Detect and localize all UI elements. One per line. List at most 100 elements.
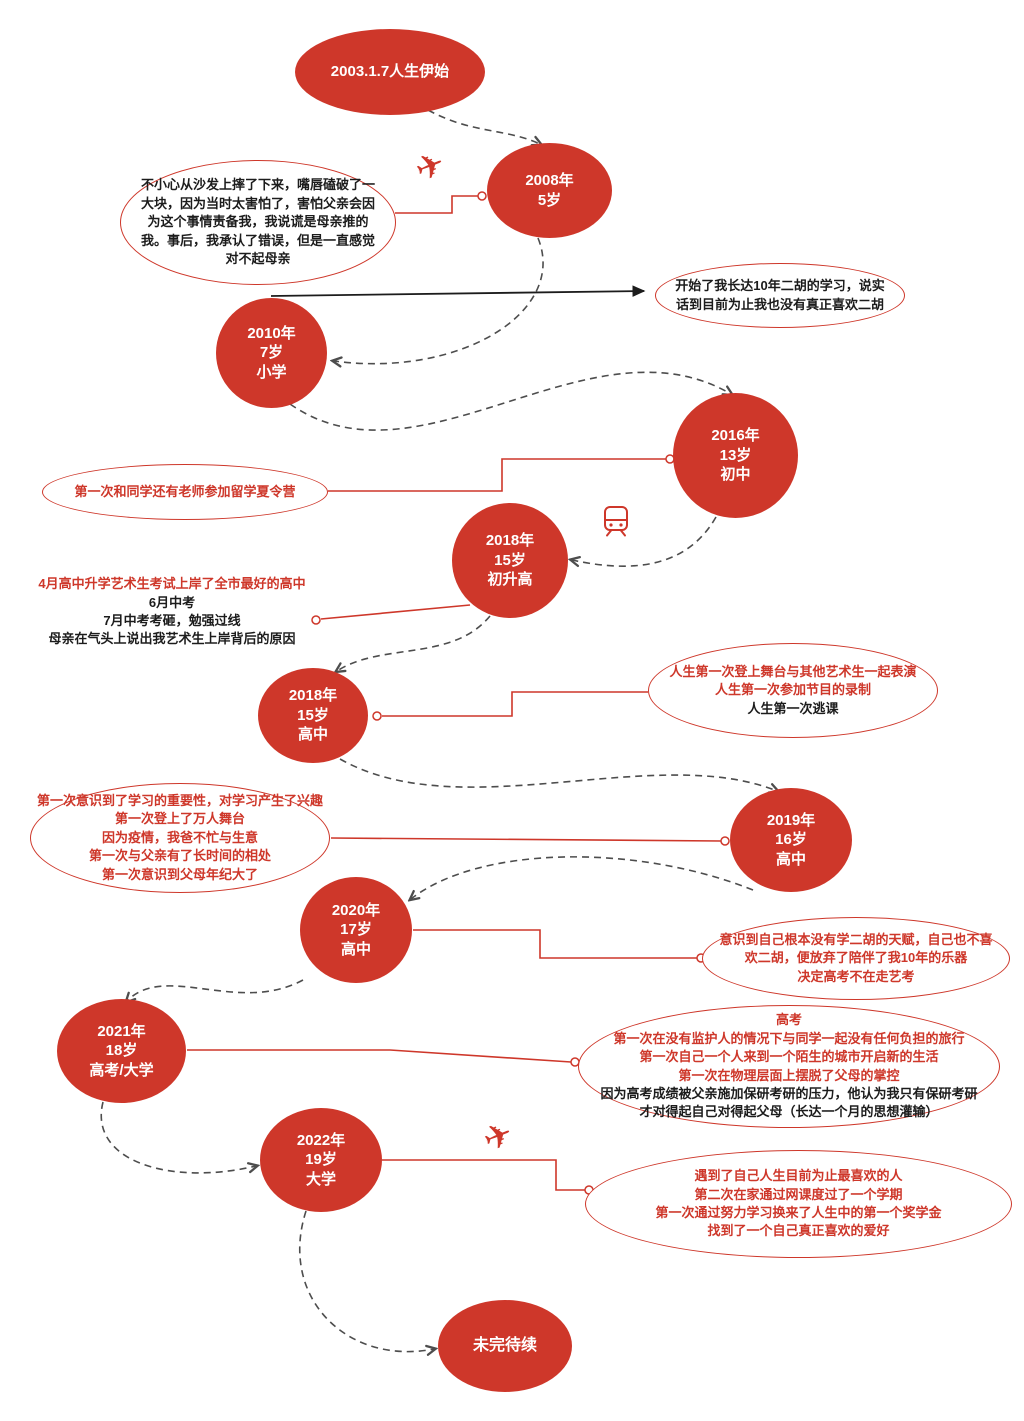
note-line: 4月高中升学艺术生考试上岸了全市最好的高中 xyxy=(38,576,306,592)
edge-2019-2020 xyxy=(411,856,754,899)
link-exam-2018a xyxy=(320,604,471,620)
annotation-university-life[interactable]: 遇到了自己人生目前为止最喜欢的人 第二次在家通过网课度过了一个学期 第一次通过努… xyxy=(585,1150,1012,1258)
timeline-node-2020[interactable]: 2020年 17岁 高中 xyxy=(300,877,412,983)
timeline-node-2018-junior[interactable]: 2018年 15岁 初升高 xyxy=(452,503,568,618)
node-year: 2022年 xyxy=(296,1131,346,1149)
annotation-erhu-start[interactable]: 开始了我长达10年二胡的学习，说实话到目前为止我也没有真正喜欢二胡 xyxy=(655,263,905,328)
node-age: 17岁 xyxy=(340,921,372,939)
node-year: 2010年 xyxy=(247,324,296,342)
timeline-node-start[interactable]: 2003.1.7人生伊始 xyxy=(295,29,485,115)
node-stage: 高考/大学 xyxy=(89,1061,154,1079)
note-line: 不小心从沙发上摔了下来，嘴唇磕破了一大块，因为当时太害怕了，害怕父亲会因为这个事… xyxy=(140,177,375,267)
note-line: 第一次和同学还有老师参加留学夏令营 xyxy=(74,483,296,499)
node-year: 2020年 xyxy=(331,901,381,919)
node-age: 7岁 xyxy=(259,344,284,362)
annotation-gaokao[interactable]: 高考 第一次在没有监护人的情况下与同学一起没有任何负担的旅行 第一次自己一个人来… xyxy=(578,1005,1000,1128)
note-line: 第二次在家通过网课度过了一个学期 xyxy=(694,1186,903,1202)
note-line: 找到了一个自己真正喜欢的爱好 xyxy=(707,1223,890,1239)
node-stage: 小学 xyxy=(256,363,287,381)
edge-2021-2022 xyxy=(100,1101,256,1174)
annotation-summer-camp[interactable]: 第一次和同学还有老师参加留学夏令营 xyxy=(42,464,328,520)
connector-dot xyxy=(372,711,382,721)
node-stage: 高中 xyxy=(297,726,328,744)
node-age: 16岁 xyxy=(775,831,807,849)
node-age: 15岁 xyxy=(297,706,329,724)
edge-2018b-2019 xyxy=(339,758,777,791)
note-line: 因为高考成绩被父亲施加保研考研的压力，他认为我只有保研考研才对得起自己对得起父母… xyxy=(600,1085,978,1120)
node-stage: 大学 xyxy=(305,1170,336,1188)
note-line: 第一次意识到了学习的重要性，对学习产生了兴趣 xyxy=(36,792,323,808)
annotation-stage-performance[interactable]: 人生第一次登上舞台与其他艺术生一起表演 人生第一次参加节目的录制 人生第一次逃课 xyxy=(648,643,938,738)
note-line: 开始了我长达10年二胡的学习，说实话到目前为止我也没有真正喜欢二胡 xyxy=(675,278,885,312)
note-line: 7月中考考砸，勉强过线 xyxy=(103,613,241,628)
airplane-icon: ✈ xyxy=(477,1114,519,1160)
node-age: 5岁 xyxy=(537,191,562,209)
link-stage-2018b xyxy=(382,691,648,717)
annotation-study-importance[interactable]: 第一次意识到了学习的重要性，对学习产生了兴趣 第一次登上了万人舞台 因为疫情，我… xyxy=(30,783,330,893)
note-line: 第一次意识到父母年纪大了 xyxy=(101,866,258,882)
edge-2016-2018a xyxy=(572,516,717,566)
node-stage: 高中 xyxy=(340,940,371,958)
edge-2010-erhu-note xyxy=(270,285,646,297)
note-line: 第一次登上了万人舞台 xyxy=(114,811,245,827)
edge-2008-2010 xyxy=(334,237,544,364)
annotation-erhu-quit[interactable]: 意识到自己根本没有学二胡的天赋，自己也不喜欢二胡，便放弃了陪伴了我10年的乐器 … xyxy=(702,917,1010,1000)
note-line: 第一次通过努力学习换来了人生中的第一个奖学金 xyxy=(655,1205,942,1220)
timeline-node-2008[interactable]: 2008年 5岁 xyxy=(487,143,612,238)
timeline-node-2018-senior[interactable]: 2018年 15岁 高中 xyxy=(258,668,368,763)
airplane-icon: ✈ xyxy=(409,144,451,190)
edge-start-2008 xyxy=(427,109,540,144)
note-line: 意识到自己根本没有学二胡的天赋，自己也不喜欢二胡，便放弃了陪伴了我10年的乐器 xyxy=(719,931,993,966)
node-year: 2018年 xyxy=(485,532,535,550)
timeline-node-2022[interactable]: 2022年 19岁 大学 xyxy=(260,1108,382,1212)
connector-dot xyxy=(720,836,730,846)
edge-2010-2016 xyxy=(289,371,731,431)
note-line: 遇到了自己人生目前为止最喜欢的人 xyxy=(694,1168,903,1184)
note-line: 第一次在物理层面上摆脱了父母的掌控 xyxy=(678,1067,900,1083)
node-stage: 初升高 xyxy=(487,571,533,589)
link-2020-erhuquit xyxy=(413,929,697,959)
note-line: 因为疫情，我爸不忙与生意 xyxy=(101,829,258,845)
connector-dot xyxy=(311,615,321,625)
link-study-2019 xyxy=(330,837,722,842)
node-year: 2008年 xyxy=(525,172,574,189)
edge-2018a-2018b xyxy=(337,615,491,671)
note-line: 6月中考 xyxy=(148,594,196,610)
node-label: 未完待续 xyxy=(472,1336,537,1354)
timeline-node-2021[interactable]: 2021年 18岁 高考/大学 xyxy=(57,999,186,1103)
annotation-art-exam[interactable]: 4月高中升学艺术生考试上岸了全市最好的高中 6月中考 7月中考考砸，勉强过线 母… xyxy=(12,576,332,648)
note-line: 人生第一次登上舞台与其他艺术生一起表演 xyxy=(669,663,917,679)
note-line: 人生第一次逃课 xyxy=(747,700,839,716)
node-label: 2003.1.7人生伊始 xyxy=(330,63,450,81)
node-stage: 高中 xyxy=(775,850,806,868)
edge-2022-end xyxy=(299,1210,434,1352)
node-year: 2021年 xyxy=(97,1022,146,1040)
link-2022-university xyxy=(382,1159,585,1191)
connector-dot xyxy=(477,191,487,201)
timeline-node-end[interactable]: 未完待续 xyxy=(438,1300,572,1392)
node-year: 2019年 xyxy=(766,811,816,829)
note-line: 高考 xyxy=(775,1012,802,1028)
annotation-sofa-accident[interactable]: 不小心从沙发上摔了下来，嘴唇磕破了一大块，因为当时太害怕了，害怕父亲会因为这个事… xyxy=(120,160,396,285)
note-line: 母亲在气头上说出我艺术生上岸背后的原因 xyxy=(48,631,296,647)
link-sofa-2008 xyxy=(395,195,478,214)
edge-2020-2021 xyxy=(127,979,304,1001)
link-camp-2016 xyxy=(328,458,666,492)
timeline-node-2010[interactable]: 2010年 7岁 小学 xyxy=(216,298,327,408)
node-age: 19岁 xyxy=(305,1151,337,1169)
node-age: 13岁 xyxy=(719,446,752,464)
train-icon xyxy=(598,502,634,543)
node-year: 2018年 xyxy=(288,687,338,705)
timeline-node-2019[interactable]: 2019年 16岁 高中 xyxy=(730,788,852,892)
note-line: 第一次在没有监护人的情况下与同学一起没有任何负担的旅行 xyxy=(613,1030,965,1046)
node-age: 15岁 xyxy=(494,551,526,569)
note-line: 第一次自己一个人来到一个陌生的城市开启新的生活 xyxy=(639,1049,939,1065)
link-2021-gaokao xyxy=(187,1049,572,1063)
timeline-node-2016[interactable]: 2016年 13岁 初中 xyxy=(673,393,798,518)
node-stage: 初中 xyxy=(720,466,751,484)
node-year: 2016年 xyxy=(711,427,760,445)
note-line: 人生第一次参加节目的录制 xyxy=(714,682,871,698)
note-line: 第一次与父亲有了长时间的相处 xyxy=(88,848,271,864)
node-age: 18岁 xyxy=(105,1042,138,1060)
